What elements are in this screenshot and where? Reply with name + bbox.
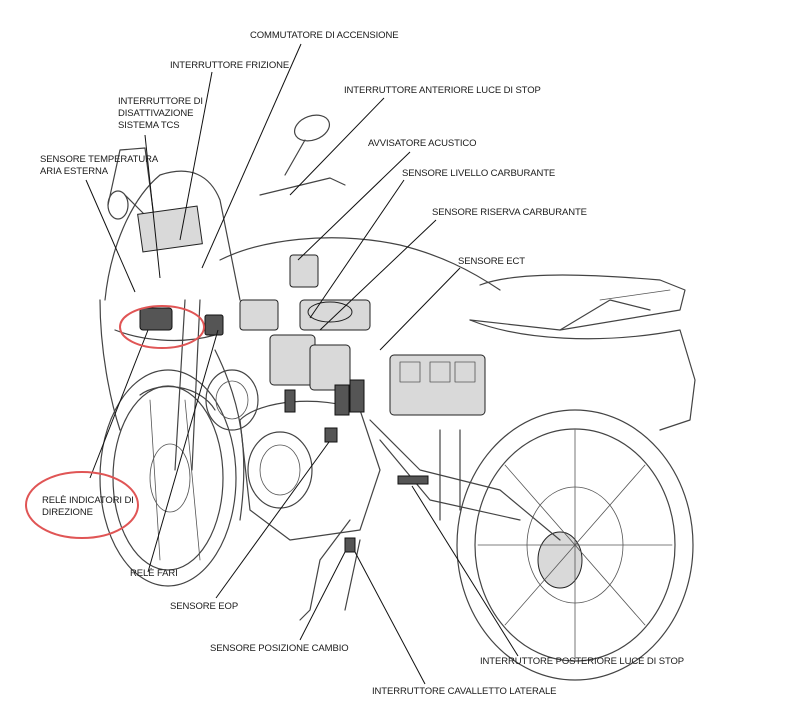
label-sensore-riserva-carburante: SENSORE RISERVA CARBURANTE (432, 207, 587, 218)
label-rele-fari: RELÈ FARI (130, 568, 178, 579)
front-wheel (99, 369, 237, 587)
label-interruttore-posteriore-stop: INTERRUTTORE POSTERIORE LUCE DI STOP (480, 656, 685, 667)
rear-stop-switch-part (397, 475, 429, 485)
engine (205, 254, 486, 541)
leader-lines (85, 43, 519, 685)
label-sensore-ect: SENSORE ECT (458, 256, 525, 267)
highlight-circle-label (25, 471, 139, 539)
label-rele-indicatori: RELÈ INDICATORI DI DIREZIONE (42, 495, 134, 518)
relay-part (139, 307, 173, 331)
label-avvisatore-acustico: AVVISATORE ACUSTICO (368, 138, 477, 149)
rear-wheel (456, 409, 694, 681)
label-sensore-posizione-cambio: SENSORE POSIZIONE CAMBIO (210, 643, 349, 654)
sidestand-switch-part (344, 537, 356, 553)
highlight-circle-relay (119, 305, 205, 349)
label-sensore-livello-carburante: SENSORE LIVELLO CARBURANTE (402, 168, 556, 179)
frame (299, 419, 561, 621)
label-sensore-eop: SENSORE EOP (170, 601, 239, 612)
eop-sensor-part (324, 427, 338, 443)
label-sensore-temperatura: SENSORE TEMPERATURA ARIA ESTERNA (40, 154, 159, 177)
label-interruttore-frizione: INTERRUTTORE FRIZIONE (170, 60, 290, 71)
headlight-relay-part (204, 314, 224, 336)
label-interruttore-cavalletto: INTERRUTTORE CAVALLETTO LATERALE (372, 686, 557, 697)
label-commutatore-accensione: COMMUTATORE DI ACCENSIONE (250, 30, 399, 41)
front-fork (139, 299, 216, 471)
label-interruttore-tcs: INTERRUTTORE DI DISATTIVAZIONE SISTEMA T… (118, 96, 203, 131)
seat-tail (469, 274, 696, 431)
label-interruttore-anteriore-stop: INTERRUTTORE ANTERIORE LUCE DI STOP (344, 85, 541, 96)
